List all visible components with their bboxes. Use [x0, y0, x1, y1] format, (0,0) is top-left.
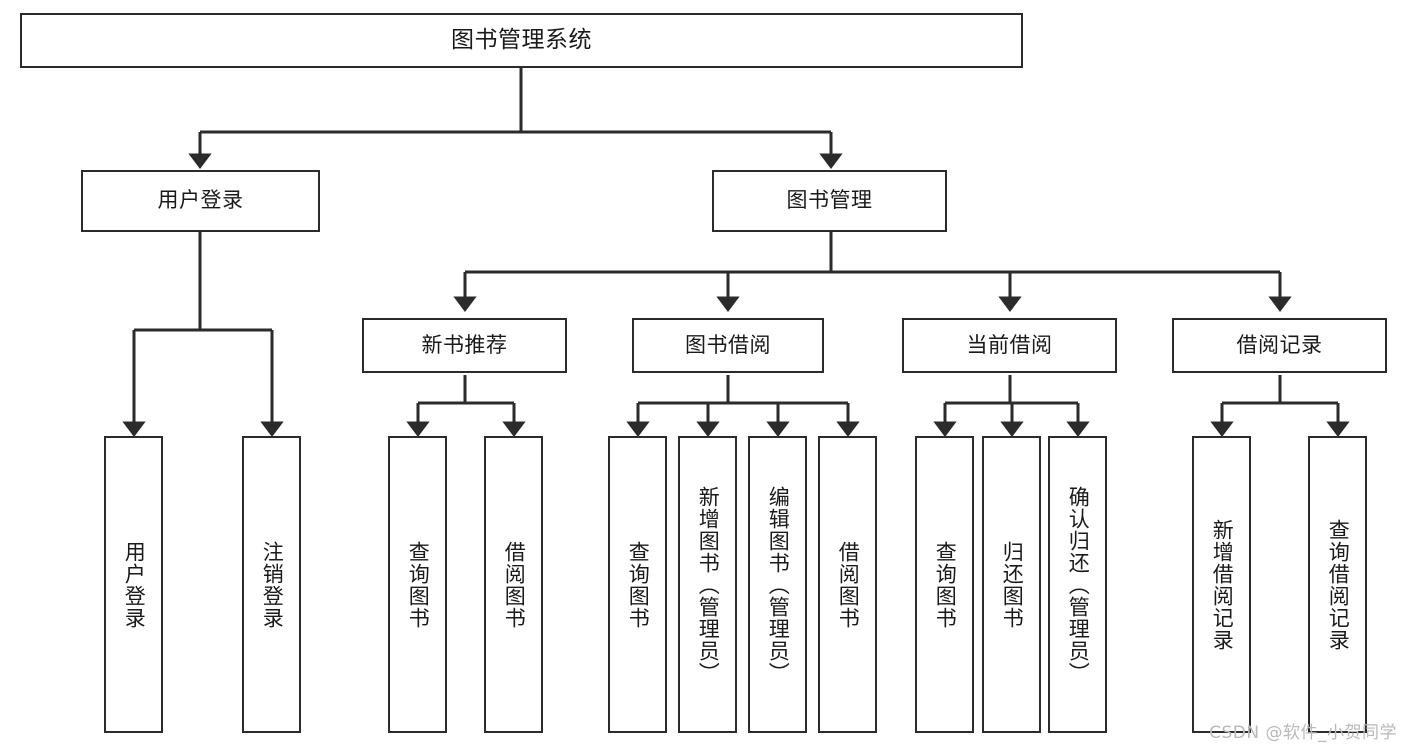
watermark-text: CSDN @软件_小贺同学 [1209, 723, 1397, 743]
leaf-label: 新增图书（管理员） [696, 485, 721, 684]
leaf-borrow-book[interactable]: 借阅图书 [818, 436, 877, 733]
leaf-label: 编辑图书（管理员） [766, 485, 791, 684]
leaf-label: 注销登录 [260, 540, 285, 629]
leaf-edit-book-admin[interactable]: 编辑图书（管理员） [748, 436, 807, 733]
leaf-query-borrow-record[interactable]: 查询借阅记录 [1308, 436, 1367, 733]
node-book-management[interactable]: 图书管理 [712, 170, 947, 232]
leaf-query-book-recommend[interactable]: 查询图书 [388, 436, 447, 733]
node-book-borrow[interactable]: 图书借阅 [632, 318, 824, 373]
node-new-book-recommend[interactable]: 新书推荐 [362, 318, 567, 373]
leaf-return-book[interactable]: 归还图书 [982, 436, 1041, 733]
leaf-add-book-admin[interactable]: 新增图书（管理员） [678, 436, 737, 733]
node-borrow-record[interactable]: 借阅记录 [1172, 318, 1387, 373]
leaf-label: 查询借阅记录 [1326, 518, 1351, 651]
node-user-login[interactable]: 用户登录 [81, 170, 320, 232]
leaf-label: 查询图书 [406, 540, 431, 629]
leaf-label: 用户登录 [122, 540, 147, 629]
leaf-logout[interactable]: 注销登录 [242, 436, 301, 733]
leaf-borrow-book-recommend[interactable]: 借阅图书 [484, 436, 543, 733]
leaf-query-book-current[interactable]: 查询图书 [915, 436, 974, 733]
leaf-label: 借阅图书 [836, 540, 861, 629]
leaf-label: 借阅图书 [502, 540, 527, 629]
leaf-label: 确认归还（管理员） [1066, 485, 1091, 684]
leaf-query-book-borrow[interactable]: 查询图书 [608, 436, 667, 733]
node-root-system[interactable]: 图书管理系统 [20, 13, 1023, 68]
leaf-label: 查询图书 [933, 540, 958, 629]
leaf-user-login[interactable]: 用户登录 [104, 436, 163, 733]
leaf-label: 归还图书 [1000, 540, 1025, 629]
leaf-label: 查询图书 [626, 540, 651, 629]
leaf-label: 新增借阅记录 [1210, 518, 1235, 651]
leaf-confirm-return-admin[interactable]: 确认归还（管理员） [1048, 436, 1107, 733]
leaf-add-borrow-record[interactable]: 新增借阅记录 [1192, 436, 1251, 733]
node-current-borrow[interactable]: 当前借阅 [902, 318, 1117, 373]
